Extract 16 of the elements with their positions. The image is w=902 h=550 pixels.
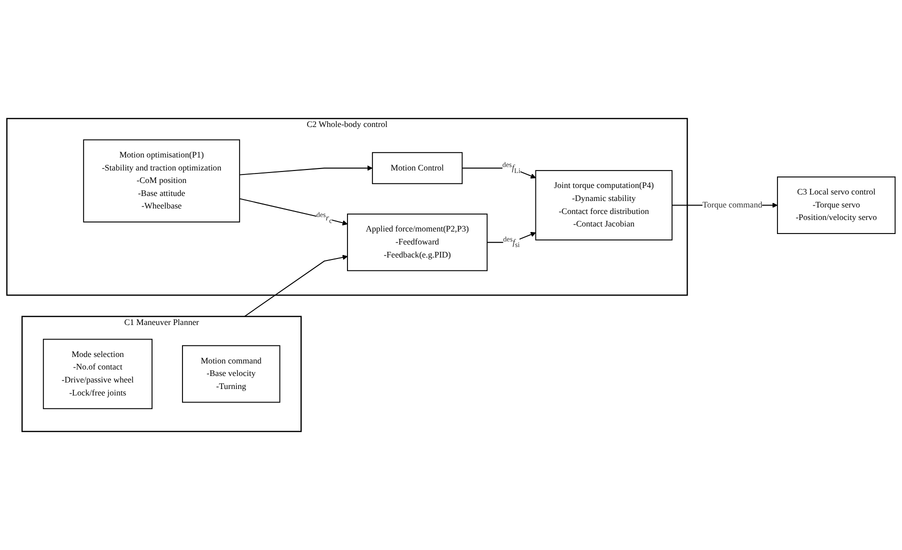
node-box: Mode selection -No.of contact -Drive/passive wheel -Lock/free joints [42,338,152,410]
edge-label: $^{des}$r$_{c}$ [316,211,332,225]
edge-label: Torque command [702,200,762,210]
node-box: Motion Control [372,152,463,184]
edge-label: $^{des}$f$_{Li}$ [502,161,520,175]
arrow [462,168,536,179]
node-box: Motion command -Base velocity -Turning [182,345,280,403]
arrow [239,198,348,226]
node-box: Joint torque computation(P4) -Dynamic stability -Contact force distribution -Contact Jacobian [535,170,673,240]
arrow [486,232,536,243]
node-box: Motion optimisation(P1) -Stability and traction optimization -CoM position -Base attitude -Wheelbase [83,139,240,222]
node-box: C3 Local servo control -Torque servo -Position/velocity servo [777,176,896,234]
arrow [239,165,373,176]
arrow [244,254,348,317]
node-box: Applied force/moment(P2,P3) -Feedfoward -Feedback(e.g.PID) [347,214,488,272]
edge-label: $^{des}$f$_{si}$ [503,235,520,250]
